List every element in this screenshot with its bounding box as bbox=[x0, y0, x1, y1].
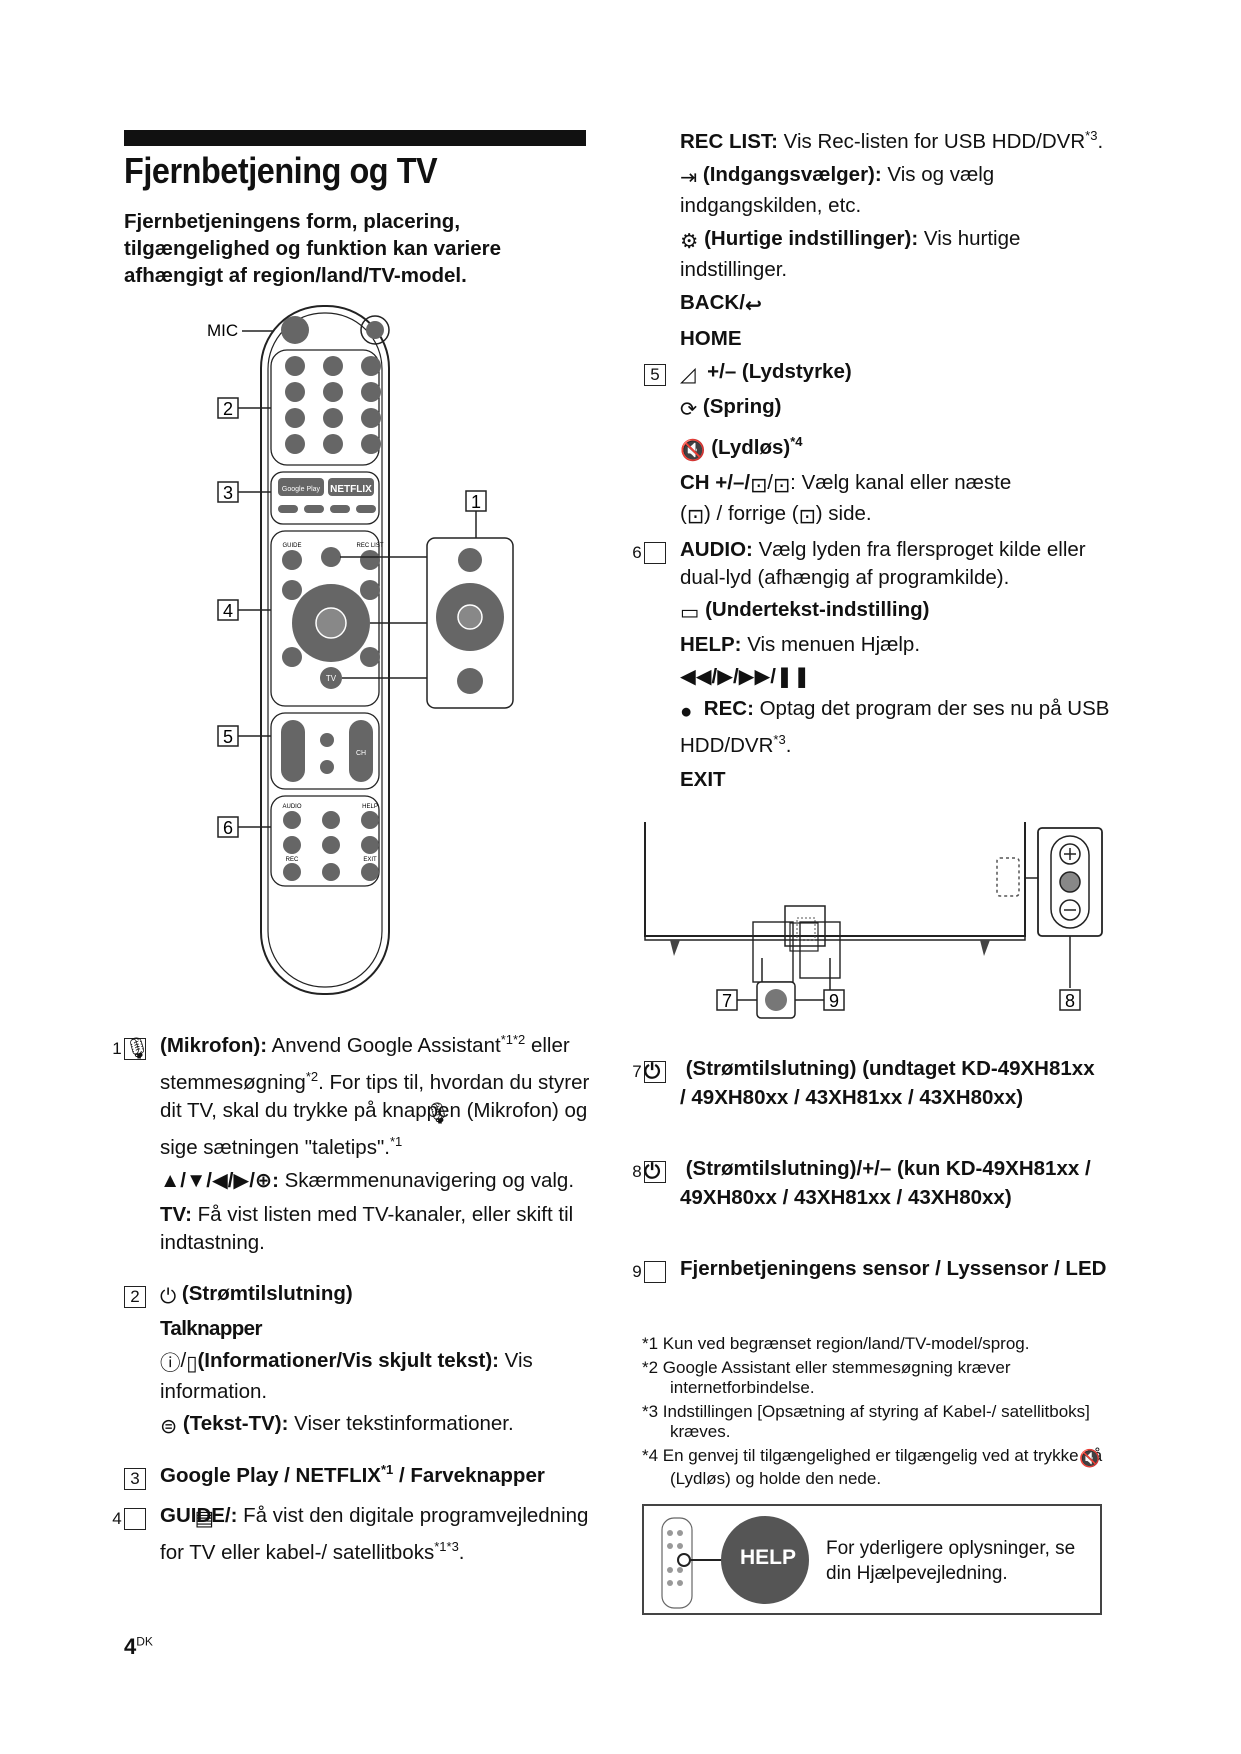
page-up-icon: ⊡ bbox=[750, 473, 768, 497]
mute-icon: 🔇 bbox=[680, 438, 706, 462]
title-bar bbox=[124, 130, 586, 146]
remote-illustration: MIC Google Play NETFLIX GUIDE REC LIST T… bbox=[207, 305, 514, 995]
netflix-key: NETFLIX bbox=[330, 484, 372, 495]
teletext-icon: ⊜ bbox=[160, 1415, 178, 1438]
callout-2: 2 bbox=[223, 399, 233, 419]
tv-label: TV: bbox=[160, 1203, 192, 1227]
item-8: 8⏻ (Strømtilslutning)/+/– (kun KD-49XH81… bbox=[632, 1157, 1091, 1209]
callout-box-9: 9 bbox=[632, 1261, 666, 1283]
callout-4: 4 bbox=[223, 601, 233, 621]
gear-icon: ⚙ bbox=[680, 229, 699, 253]
exit-key-label: EXIT bbox=[363, 857, 377, 863]
tv-illustration: 7 9 8 bbox=[644, 822, 1103, 1019]
info-icon: ⓘ bbox=[160, 1352, 181, 1375]
mic-label: MIC bbox=[207, 321, 238, 340]
playback-keys: ◀◀/▶/▶▶/❚❚ bbox=[680, 665, 811, 688]
item-5: 5◿ +/– (Lydstyrke) ⟳ (Spring) 🔇 (Lydløs)… bbox=[644, 358, 1124, 531]
volume-icon: ◿ bbox=[680, 363, 696, 386]
back-arrow-icon: ↩ bbox=[744, 293, 763, 317]
reclist-key-label: REC LIST bbox=[356, 543, 383, 549]
back-label: BACK/ bbox=[680, 290, 745, 314]
jump-icon: ⟳ bbox=[680, 398, 698, 421]
callout-box-4: 4 bbox=[112, 1508, 146, 1530]
footnote-2: *2 Google Assistant eller stemmesøgning … bbox=[642, 1358, 1011, 1397]
reclist-label: REC LIST: bbox=[680, 129, 778, 153]
callout-box-5: 5 bbox=[644, 364, 666, 386]
callout-box-6: 6 bbox=[632, 542, 666, 564]
hidden-text-icon: ▯ bbox=[186, 1352, 198, 1375]
footnote-3: *3 Indstillingen [Opsætning af styring a… bbox=[642, 1402, 1090, 1441]
page-subtitle: Fjernbetjeningens form, placering, tilgæ… bbox=[124, 210, 502, 287]
footnotes: *1 Kun ved begrænset region/land/TV-mode… bbox=[642, 1334, 1112, 1489]
ch-key-label: CH bbox=[356, 750, 366, 757]
page-title: Fjernbetjening og TV bbox=[124, 150, 438, 191]
callout-5: 5 bbox=[223, 727, 233, 747]
number-keys-label: Talknapper bbox=[160, 1317, 262, 1340]
footnote-1: *1 Kun ved begrænset region/land/TV-mode… bbox=[642, 1334, 1030, 1353]
rec-key-label: REC bbox=[286, 857, 299, 863]
tv-callout-9: 9 bbox=[829, 991, 839, 1011]
callout-box-2: 2 bbox=[124, 1286, 146, 1308]
input-select-icon: ⇥ bbox=[680, 165, 698, 189]
guide-key-label: GUIDE bbox=[282, 543, 301, 549]
help-key-label: HELP bbox=[362, 804, 378, 810]
callout-box-7: 7 bbox=[632, 1061, 666, 1083]
footnote-4: *4 En genvej til tilgængelighed er tilgæ… bbox=[642, 1446, 1103, 1465]
callout-box-8: 8 bbox=[632, 1161, 666, 1183]
tv-callout-8: 8 bbox=[1065, 991, 1075, 1011]
callout-box-3: 3 bbox=[124, 1467, 146, 1490]
power-icon: ⏻ bbox=[160, 1285, 177, 1308]
item-2: 2⏻ (Strømtilslutning) Talknapper ⓘ/▯(Inf… bbox=[124, 1280, 594, 1441]
page-down-icon: ⊡ bbox=[798, 504, 816, 528]
tv-callout-7: 7 bbox=[722, 991, 732, 1011]
audio-key-label: AUDIO bbox=[282, 804, 301, 810]
help-remote-icon bbox=[661, 1516, 809, 1609]
page-number: 4DK bbox=[124, 1634, 153, 1659]
callout-1: 1 bbox=[471, 492, 481, 512]
google-play-key: Google Play bbox=[282, 486, 321, 493]
subtitle-icon: ▭ bbox=[680, 601, 700, 624]
exit-label: EXIT bbox=[680, 767, 726, 791]
item-7: 7⏻ (Strømtilslutning) (undtaget KD-49XH8… bbox=[632, 1057, 1095, 1109]
home-label: HOME bbox=[680, 326, 742, 350]
help-guide-box: HELP For yderligere oplysninger, se din … bbox=[642, 1504, 1102, 1615]
help-badge-label: HELP bbox=[739, 1546, 796, 1569]
record-dot-icon: ● bbox=[680, 700, 693, 723]
callout-box-1: 1 bbox=[112, 1037, 146, 1060]
page-down-icon: ⊡ bbox=[772, 473, 791, 497]
page-up-icon: ⊡ bbox=[686, 504, 705, 528]
callout-3: 3 bbox=[223, 483, 233, 503]
help-box-text: For yderligere oplysninger, se din Hjælp… bbox=[826, 1538, 1076, 1584]
nav-keys-label: ▲/▼/◀/▶/⊕: bbox=[160, 1169, 279, 1193]
item-1: 1🎙(Mikrofon): Anvend Google Assistant*1*… bbox=[112, 1032, 590, 1255]
tv-key-label: TV bbox=[326, 674, 337, 683]
callout-6: 6 bbox=[223, 818, 233, 838]
right-items-top: REC LIST: Vis Rec-listen for USB HDD/DVR… bbox=[680, 122, 1130, 353]
